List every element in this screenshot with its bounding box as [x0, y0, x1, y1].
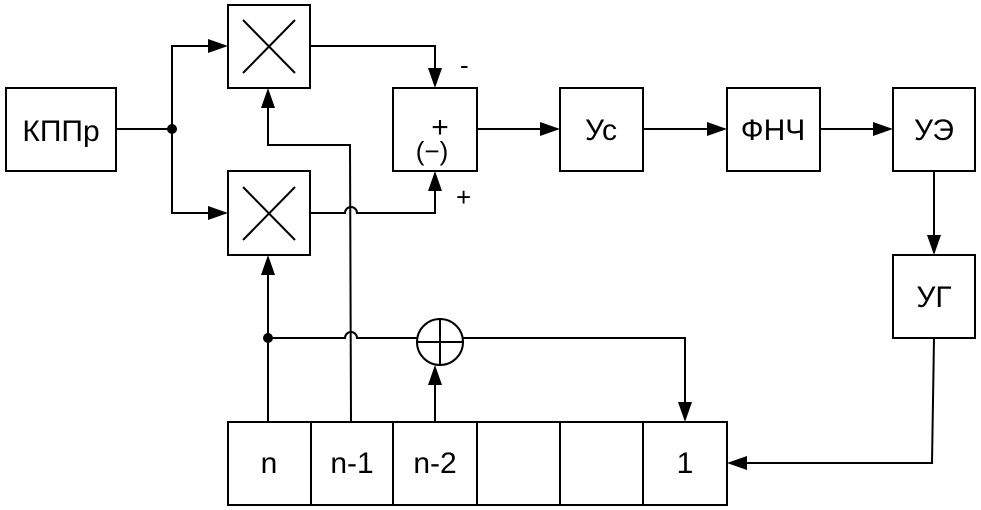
block-us: Ус [559, 87, 644, 172]
arrow-head [428, 365, 442, 385]
arrow-head [707, 122, 727, 136]
summator-plus-sign: + [431, 111, 449, 144]
block-us-label: Ус [585, 114, 617, 147]
arrow-head [261, 88, 275, 108]
block-ug: УГ [892, 254, 976, 339]
multiply-cross-icon [242, 19, 296, 74]
multiplier-bottom [227, 170, 311, 256]
block-ue: УЭ [892, 87, 976, 172]
register-cell-label: n-1 [330, 447, 373, 480]
wire-to-mult-bottom [171, 129, 212, 214]
sum-input-bottom-sign: + [456, 182, 471, 212]
arrow-head [428, 68, 442, 88]
wire-mult-top-to-sum [310, 45, 436, 72]
wire-cell-n1-to-mult-top [267, 104, 352, 423]
arrow-head [208, 206, 228, 220]
arrow-head [261, 255, 275, 275]
block-ue-label: УЭ [914, 114, 954, 147]
arrow-head [927, 235, 941, 255]
summator: + (−) [392, 87, 478, 172]
block-kppr: КППр [5, 87, 117, 172]
summator-minus-sign: (−) [416, 136, 449, 166]
arrow-head [208, 39, 228, 53]
wire-to-mult-top [171, 45, 212, 129]
multiply-cross-icon [242, 186, 296, 241]
wire-mult-bottom-to-sum [310, 187, 436, 214]
register-cell-label: n-2 [413, 447, 456, 480]
multiplier-top [227, 4, 311, 89]
arrow-head [540, 122, 560, 136]
sum-input-top-sign: - [460, 50, 469, 80]
arrow-head [873, 122, 893, 136]
block-fnch: ФНЧ [726, 87, 821, 172]
shift-register: n n-1 n-2 1 [227, 421, 728, 506]
register-cell-label: n [261, 447, 278, 480]
wire-xor-to-cell-1 [463, 337, 686, 406]
arrow-head [428, 171, 442, 191]
wire-n-to-xor [268, 331, 417, 339]
block-fnch-label: ФНЧ [741, 114, 805, 147]
register-cell-label: 1 [677, 447, 694, 480]
xor-circle-plus-icon [416, 318, 464, 366]
arrow-head [678, 402, 692, 422]
wire-ug-to-register [743, 337, 935, 464]
arrow-head [727, 456, 747, 470]
block-kppr-label: КППр [22, 115, 99, 148]
block-ug-label: УГ [916, 281, 951, 314]
